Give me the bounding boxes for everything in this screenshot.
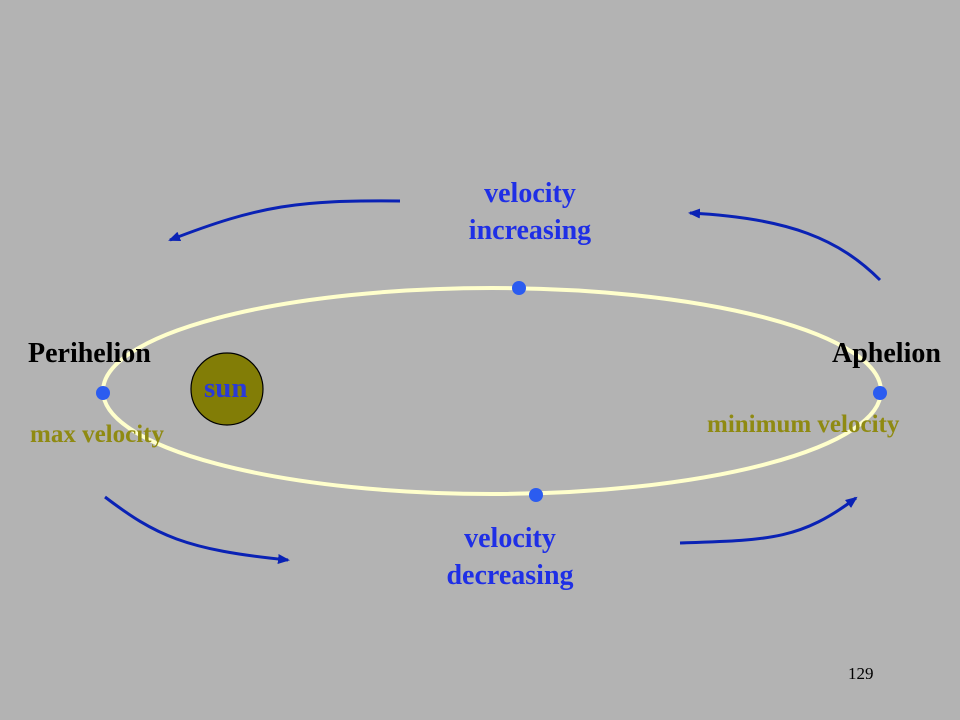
label-aphelion: Aphelion [832,338,941,369]
label-velocity-increasing-line1: velocity [484,178,576,209]
arrow-top-left [168,199,401,242]
label-velocity-decreasing-line1: velocity [464,523,556,554]
point-bottom [529,488,543,502]
arrow-bottom-right [679,496,858,545]
label-perihelion: Perihelion [28,338,151,369]
point-top [512,281,526,295]
sun-circle [190,352,264,426]
label-velocity-increasing-line2: increasing [468,215,592,246]
label-minimum-velocity: minimum velocity [707,411,900,438]
page-number: 129 [848,664,874,683]
point-perihelion [96,386,110,400]
label-velocity-decreasing-line2: decreasing [446,560,574,591]
point-aphelion [873,386,887,400]
label-velocity-decreasing: velocity decreasing [410,520,610,594]
label-velocity-increasing: velocity increasing [430,175,630,249]
label-sun: sun [204,372,248,404]
arrow-bottom-left [104,495,290,565]
arrow-top-right [688,208,882,282]
label-max-velocity: max velocity [30,421,164,448]
